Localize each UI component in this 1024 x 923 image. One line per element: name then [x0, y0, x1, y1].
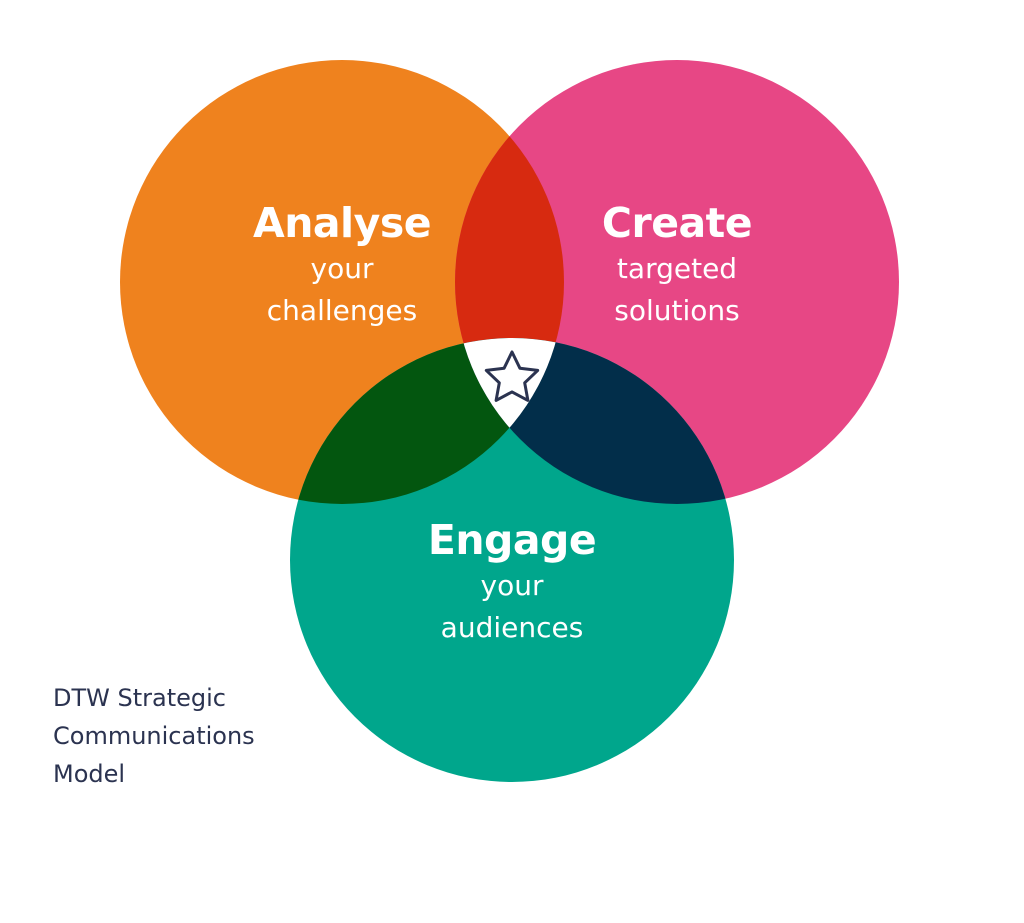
analyse-subtext-line2: challenges: [266, 294, 418, 327]
create-heading: Create: [601, 199, 753, 247]
engage-label: Engage your audiences: [427, 515, 597, 649]
create-subtext-line1: targeted: [616, 252, 738, 285]
analyse-heading: Analyse: [252, 199, 432, 247]
star-outline-icon: [484, 350, 540, 402]
analyse-subtext-line1: your: [310, 252, 374, 285]
create-label: Create targeted solutions: [601, 198, 753, 332]
model-caption: DTW Strategic Communications Model: [53, 679, 313, 793]
analyse-engage-overlap: [290, 338, 564, 504]
caption-line1: DTW Strategic: [53, 684, 226, 712]
caption-line3: Model: [53, 760, 126, 788]
engage-subtext-line1: your: [480, 569, 544, 602]
analyse-label: Analyse your challenges: [252, 198, 432, 332]
create-subtext-line2: solutions: [614, 294, 740, 327]
create-engage-overlap: [455, 338, 734, 504]
engage-subtext-line2: audiences: [440, 611, 584, 644]
engage-heading: Engage: [427, 516, 597, 564]
caption-line2: Communications: [53, 722, 255, 750]
